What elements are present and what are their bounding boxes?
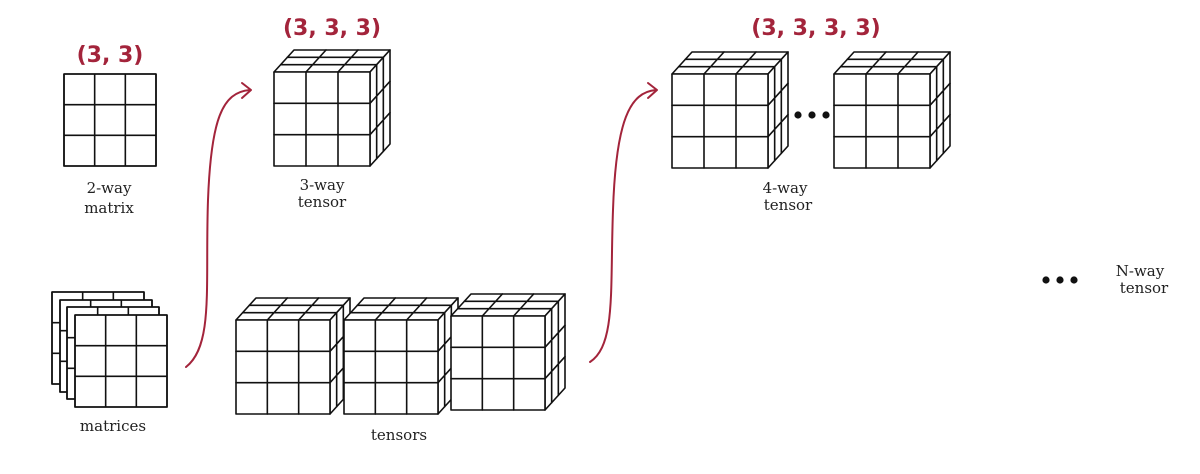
matrix-caption-line1: 2-way [87, 179, 132, 197]
arrow-head-1 [241, 82, 252, 99]
matrix-grid [63, 73, 157, 167]
nway-caption-line2: tensor [1120, 279, 1169, 297]
4way-tensor-cube-last [833, 51, 951, 169]
tensors-caption: tensors [371, 426, 427, 444]
tensor4-caption-line1: 4-way [763, 179, 808, 197]
3way-tensor-cube [273, 49, 391, 167]
tensor3-caption-line2: tensor [298, 193, 347, 211]
tensor4-shape-label: (3, 3, 3, 3) [751, 16, 880, 41]
matrices-caption: matrices [80, 417, 146, 435]
tensor3-caption-line1: 3-way [300, 176, 345, 194]
arrow-head-2 [647, 82, 658, 99]
matrix-caption-line2: matrix [84, 199, 134, 217]
matrix-shape-label: (3, 3) [77, 43, 144, 68]
4way-ellipsis [794, 111, 830, 119]
arrow-matrices-to-3way [185, 89, 251, 368]
4way-tensor-cube-first [671, 51, 789, 169]
arrow-tensors-to-4way [589, 89, 657, 363]
tensor4-caption-line2: tensor [764, 196, 813, 214]
tensor3-shape-label: (3, 3, 3) [283, 16, 381, 41]
stacked-tensors [235, 293, 566, 415]
stacked-matrices [51, 291, 168, 408]
nway-ellipsis [1042, 276, 1078, 284]
nway-caption-line1: N-way [1116, 262, 1165, 280]
